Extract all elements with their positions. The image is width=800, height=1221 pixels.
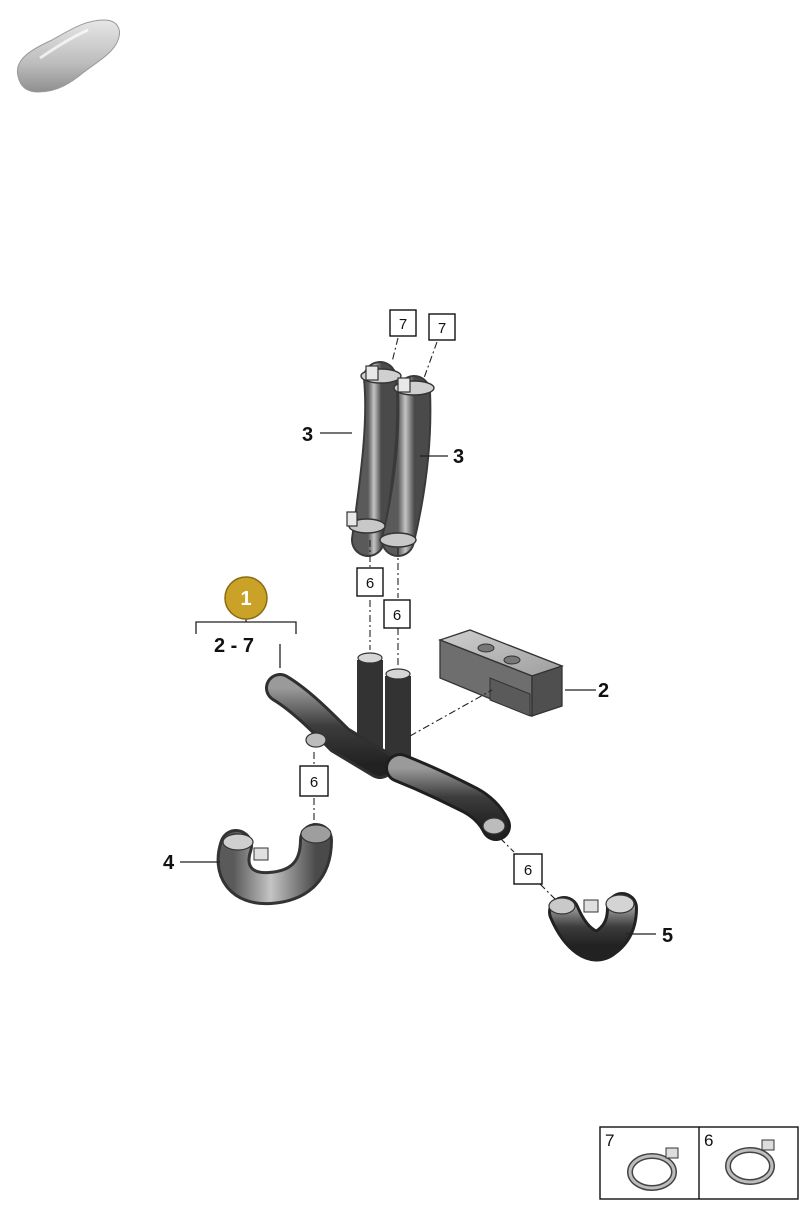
svg-text:6: 6: [393, 607, 401, 624]
legend-panel: 7 6: [599, 1126, 799, 1200]
assembly-badge-number: 1: [240, 588, 251, 610]
assembly-badge[interactable]: 1: [224, 576, 268, 620]
svg-text:6: 6: [366, 575, 374, 592]
ref-box-7a: 7: [389, 309, 417, 337]
assembly-range: 2 - 7: [214, 635, 254, 657]
main-hose-assembly: [265, 652, 511, 841]
assembly-guide-lines: [313, 337, 557, 901]
hose-part-5: [548, 892, 638, 962]
callout-5: 5: [662, 925, 673, 947]
hose-clamp-icon: [627, 1147, 679, 1191]
ref-box-6c: 6: [299, 765, 329, 797]
spring-clamp-icon: [725, 1139, 775, 1185]
bracket-block-part-2: [438, 629, 564, 717]
ref-box-6b: 6: [383, 599, 411, 629]
svg-text:7: 7: [438, 320, 446, 337]
ref-box-6a: 6: [356, 567, 384, 597]
svg-text:7: 7: [399, 316, 407, 333]
callout-4: 4: [163, 852, 175, 874]
callout-leader-lines: [180, 432, 656, 935]
callout-2: 2: [598, 680, 609, 702]
legend-number-7: 7: [605, 1131, 614, 1150]
car-silhouette-icon: [16, 19, 120, 93]
svg-text:6: 6: [524, 862, 532, 879]
callout-3-left: 3: [302, 424, 313, 446]
hose-part-4: [216, 823, 333, 906]
legend-number-6: 6: [704, 1131, 713, 1150]
ref-box-6d: 6: [513, 853, 543, 885]
ref-box-7b: 7: [428, 313, 456, 341]
upper-hoses-part-3: [346, 361, 435, 557]
callout-3-right: 3: [453, 446, 464, 468]
svg-text:6: 6: [310, 774, 318, 791]
